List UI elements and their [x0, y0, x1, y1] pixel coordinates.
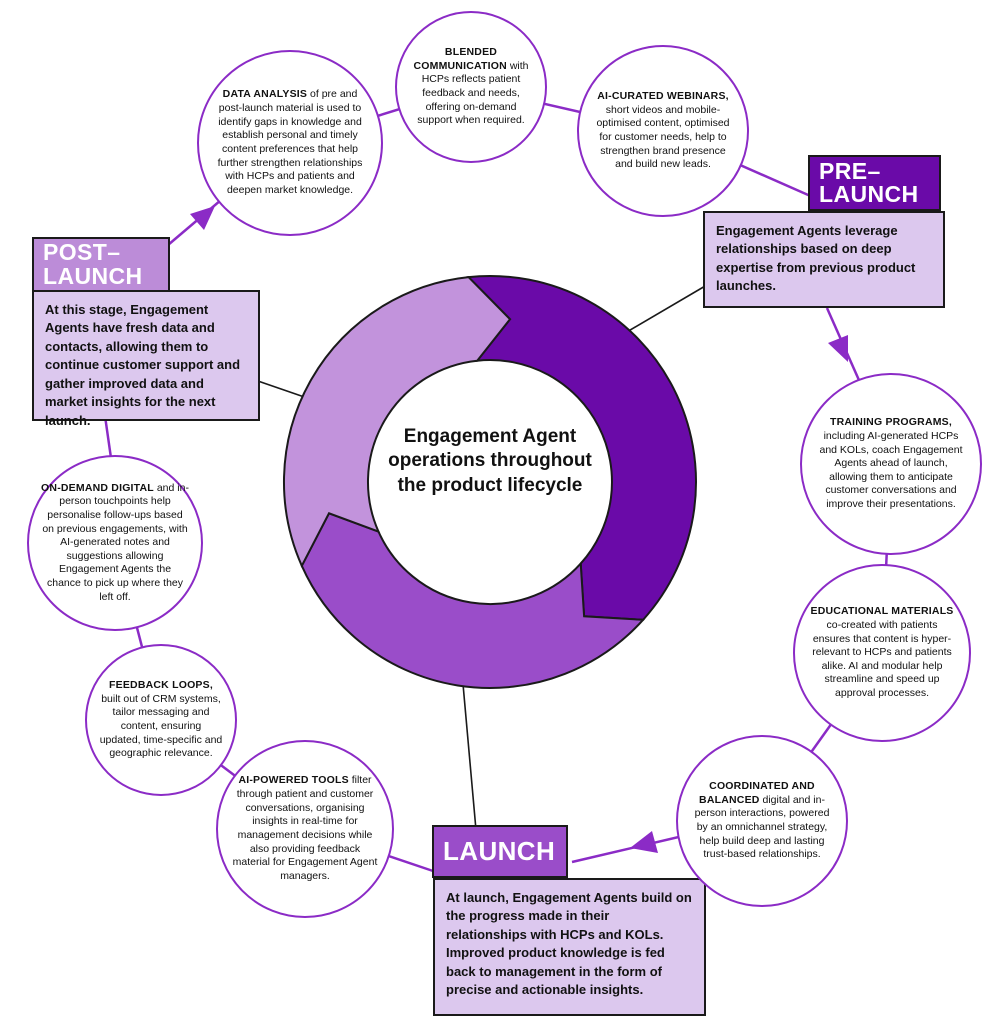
diagram-title: Engagement Agent operations throughout t…	[388, 426, 592, 496]
bubble-on-demand-digital: ON-DEMAND DIGITAL and in-person touchpoi…	[27, 455, 203, 631]
bubble-ai-powered-tools-lead: AI-POWERED TOOLS	[238, 774, 349, 787]
bubble-educational-materials-lead: EDUCATIONAL MATERIALS	[810, 605, 954, 618]
cycle-segment-pre-launch	[466, 274, 697, 621]
launch-description: At launch, Engagement Agents build on th…	[433, 878, 706, 1016]
bubble-blended-communication-lead: BLENDED COMMUNICATION	[413, 46, 507, 72]
bubble-training-programs: TRAINING PROGRAMS, including AI-generate…	[800, 373, 982, 555]
bubble-coordinated-balanced: COORDINATED AND BALANCED digital and in-…	[676, 735, 848, 907]
bubble-educational-materials-text: co-created with patients ensures that co…	[812, 618, 952, 700]
lifecycle-cycle-ring	[283, 274, 697, 689]
bubble-on-demand-digital-lead: ON-DEMAND DIGITAL	[41, 481, 154, 494]
bubble-coordinated-balanced-lead: COORDINATED AND BALANCED	[699, 780, 815, 806]
bubble-data-analysis-lead: DATA ANALYSIS	[222, 88, 308, 101]
bubble-blended-communication-text: with HCPs reflects patient feedback and …	[417, 59, 529, 127]
bubble-ai-curated-webinars-lead: AI-CURATED WEBINARS,	[597, 90, 729, 103]
connector-cycle-to-prelaunch	[619, 281, 713, 337]
bubble-training-programs-text: including AI-generated HCPs and KOLs, co…	[819, 429, 963, 511]
bubble-feedback-loops: FEEDBACK LOOPS, built out of CRM systems…	[85, 644, 237, 796]
bubble-ai-curated-webinars-text: short videos and mobile-optimised conten…	[596, 103, 730, 171]
post-launch-header: POST– LAUNCH	[32, 237, 170, 292]
bubble-feedback-loops-lead: FEEDBACK LOOPS,	[109, 679, 213, 692]
flow-arrow-down-icon	[828, 335, 848, 362]
bubble-ai-powered-tools-text: filter through patient and customer conv…	[232, 774, 378, 882]
bubble-ai-curated-webinars: AI-CURATED WEBINARS, short videos and mo…	[577, 45, 749, 217]
launch-header: LAUNCH	[432, 825, 568, 878]
bubble-on-demand-digital-text: and in-person touchpoints help personali…	[42, 481, 189, 603]
pre-launch-header: PRE– LAUNCH	[808, 155, 941, 211]
flow-arrow-up-icon	[190, 206, 215, 230]
bubble-data-analysis-text: of pre and post-launch material is used …	[217, 88, 363, 196]
bubble-data-analysis: DATA ANALYSIS of pre and post-launch mat…	[197, 50, 383, 236]
cycle-segment-post-launch	[283, 276, 512, 569]
bubble-ai-powered-tools: AI-POWERED TOOLS filter through patient …	[216, 740, 394, 918]
bubble-educational-materials: EDUCATIONAL MATERIALS co-created with pa…	[793, 564, 971, 742]
connector-cycle-to-launch	[462, 683, 477, 831]
pre-launch-description: Engagement Agents leverage relationships…	[703, 211, 945, 308]
bubble-coordinated-balanced-text: digital and in-person interactions, powe…	[694, 793, 830, 861]
cycle-segment-launch	[300, 512, 646, 689]
bubble-blended-communication: BLENDED COMMUNICATION with HCPs reflects…	[395, 11, 547, 163]
post-launch-description: At this stage, Engagement Agents have fr…	[32, 290, 260, 428]
bubble-feedback-loops-text: built out of CRM systems, tailor messagi…	[99, 692, 223, 760]
flow-arrow-left-icon	[630, 831, 658, 853]
bubble-training-programs-lead: TRAINING PROGRAMS,	[829, 416, 953, 429]
